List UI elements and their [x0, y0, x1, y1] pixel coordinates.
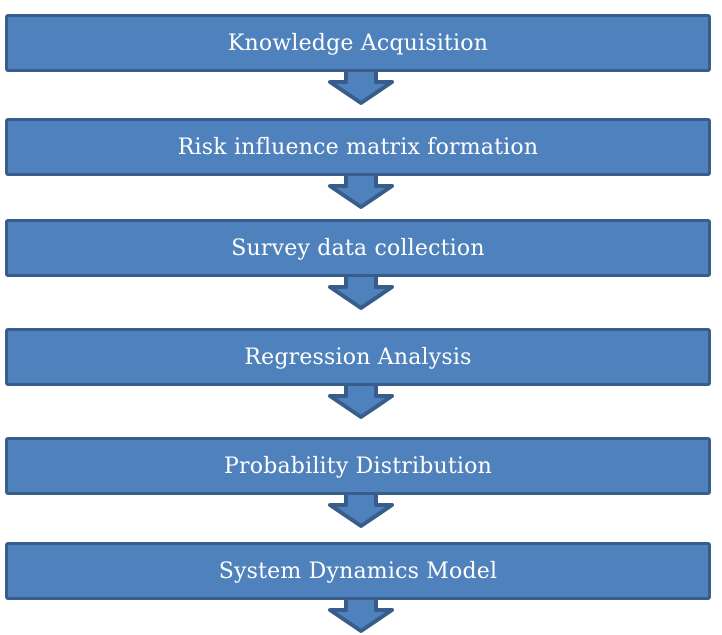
step-regression-analysis: Regression Analysis [5, 328, 711, 386]
step-label: Probability Distribution [224, 453, 492, 479]
step-label: Survey data collection [231, 235, 485, 261]
step-label: System Dynamics Model [218, 558, 498, 584]
step-risk-influence-matrix: Risk influence matrix formation [5, 118, 711, 176]
step-label: Regression Analysis [244, 344, 472, 370]
step-probability-distribution: Probability Distribution [5, 437, 711, 495]
step-label: Risk influence matrix formation [177, 134, 539, 160]
step-survey-data-collection: Survey data collection [5, 219, 711, 277]
step-system-dynamics-model: System Dynamics Model [5, 542, 711, 600]
step-label: Knowledge Acquisition [227, 30, 489, 56]
step-knowledge-acquisition: Knowledge Acquisition [5, 14, 711, 72]
